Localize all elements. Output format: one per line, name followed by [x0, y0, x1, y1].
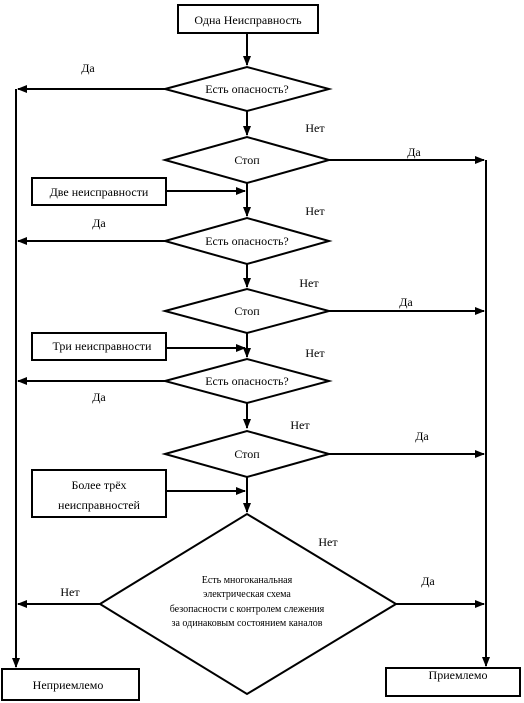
no-label-7: Нет	[60, 585, 80, 599]
more-than-three-box-label-1: Более трёх	[71, 478, 126, 492]
yes-label-4: Да	[399, 295, 413, 309]
no-label-2: Нет	[305, 204, 325, 218]
unacceptable-box-label: Неприемлемо	[33, 678, 104, 692]
danger-decision-3	[161, 357, 333, 405]
three-faults-box	[31, 332, 167, 361]
yes-label-5: Да	[92, 390, 106, 404]
stop-decision-1-label: Стоп	[234, 153, 260, 167]
yes-label-3: Да	[92, 216, 106, 230]
acceptable-box	[385, 667, 521, 697]
stop-decision-2-label: Стоп	[234, 304, 260, 318]
multichannel-decision-line-2: электрическая схема	[203, 589, 291, 600]
multichannel-decision-line-1: Есть многоканальная	[202, 575, 293, 586]
yes-label-7: Да	[421, 574, 435, 588]
yes-label-2: Да	[407, 145, 421, 159]
two-faults-box	[31, 177, 167, 206]
multichannel-decision-line-3: безопасности с контролем слежения	[170, 604, 325, 615]
danger-decision-3-label: Есть опасность?	[205, 374, 289, 388]
multichannel-decision-line-4: за одинаковым состоянием каналов	[172, 618, 323, 629]
danger-decision-1-label: Есть опасность?	[205, 82, 289, 96]
more-than-three-box-label-2: неисправностей	[58, 498, 141, 512]
yes-label-6: Да	[415, 429, 429, 443]
no-label-5: Нет	[290, 418, 310, 432]
no-label-4: Нет	[305, 346, 325, 360]
start-box-label: Одна Неисправность	[194, 13, 302, 27]
danger-decision-2	[161, 216, 333, 266]
danger-decision-1	[161, 65, 333, 113]
no-label-3: Нет	[299, 276, 319, 290]
no-label-6: Нет	[318, 535, 338, 549]
two-faults-box-label: Две неисправности	[50, 185, 149, 199]
more-than-three-box	[31, 469, 167, 518]
start-box	[177, 4, 319, 34]
unacceptable-box	[1, 668, 140, 701]
stop-decision-3-label: Стоп	[234, 447, 260, 461]
three-faults-box-label: Три неисправности	[53, 339, 152, 353]
danger-decision-2-label: Есть опасность?	[205, 234, 289, 248]
no-label-1: Нет	[305, 121, 325, 135]
yes-label-1: Да	[81, 61, 95, 75]
acceptable-box-label: Приемлемо	[429, 668, 488, 682]
